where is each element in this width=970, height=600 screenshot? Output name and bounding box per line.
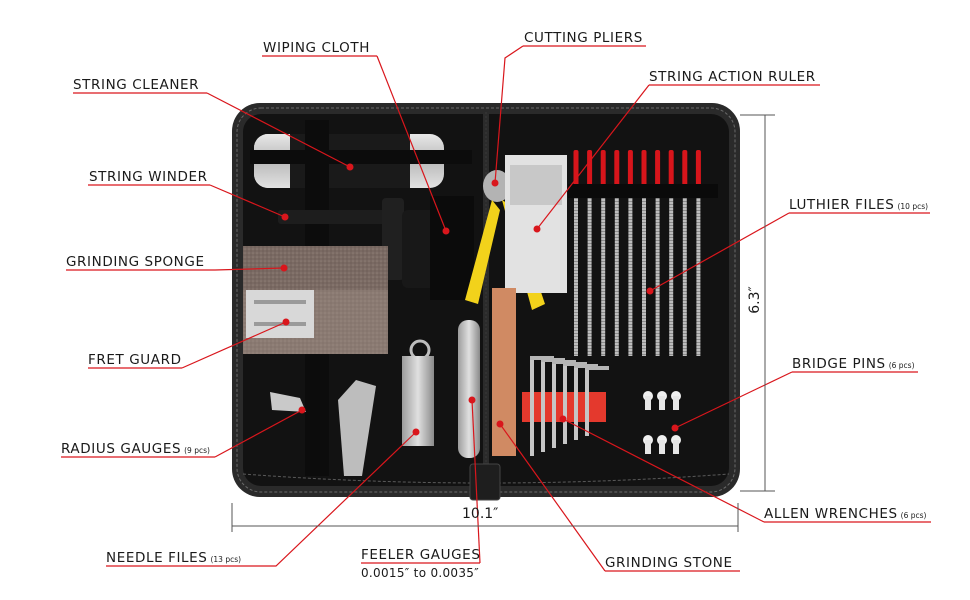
callout-lines: [61, 45, 931, 572]
height-dimension: [740, 114, 775, 492]
feeler-gauges: [458, 320, 480, 458]
label-wiping-cloth: WIPING CLOTH: [263, 40, 370, 56]
label-string-winder: STRING WINDER: [89, 169, 208, 185]
string-action-ruler: [505, 155, 567, 293]
grinding-stone: [492, 288, 516, 456]
height-value: 6.3″: [746, 286, 763, 314]
strap-horizontal: [250, 150, 472, 164]
label-fret-guard: FRET GUARD: [88, 352, 182, 368]
file-strap: [568, 184, 718, 198]
label-needle-files: NEEDLE FILES(13 pcs): [106, 550, 242, 566]
label-feeler-gauges: FEELER GAUGES: [361, 547, 481, 563]
width-dimension: [231, 503, 739, 532]
label-bridge-pins: BRIDGE PINS(6 pcs): [792, 356, 915, 372]
bridge-pins: [643, 391, 681, 454]
radius-gauges: [270, 380, 376, 476]
label-cutting-pliers: CUTTING PLIERS: [524, 30, 643, 46]
width-value: 10.1″: [462, 506, 499, 522]
luthier-files: [573, 150, 701, 356]
label-grinding-sponge: GRINDING SPONGE: [66, 254, 205, 270]
label-grinding-stone: GRINDING STONE: [605, 555, 733, 571]
label-allen-wrenches: ALLEN WRENCHES(6 pcs): [764, 506, 927, 522]
feeler-gauges-range: 0.0015″ to 0.0035″: [361, 566, 480, 580]
label-string-action-ruler: STRING ACTION RULER: [649, 69, 816, 85]
label-luthier-files: LUTHIER FILES(10 pcs): [789, 197, 929, 213]
wiping-cloth: [430, 196, 474, 300]
label-radius-gauges: RADIUS GAUGES(9 pcs): [61, 441, 210, 457]
fret-guard: [246, 290, 314, 338]
callout-points: [280, 163, 679, 436]
label-string-cleaner: STRING CLEANER: [73, 77, 200, 93]
